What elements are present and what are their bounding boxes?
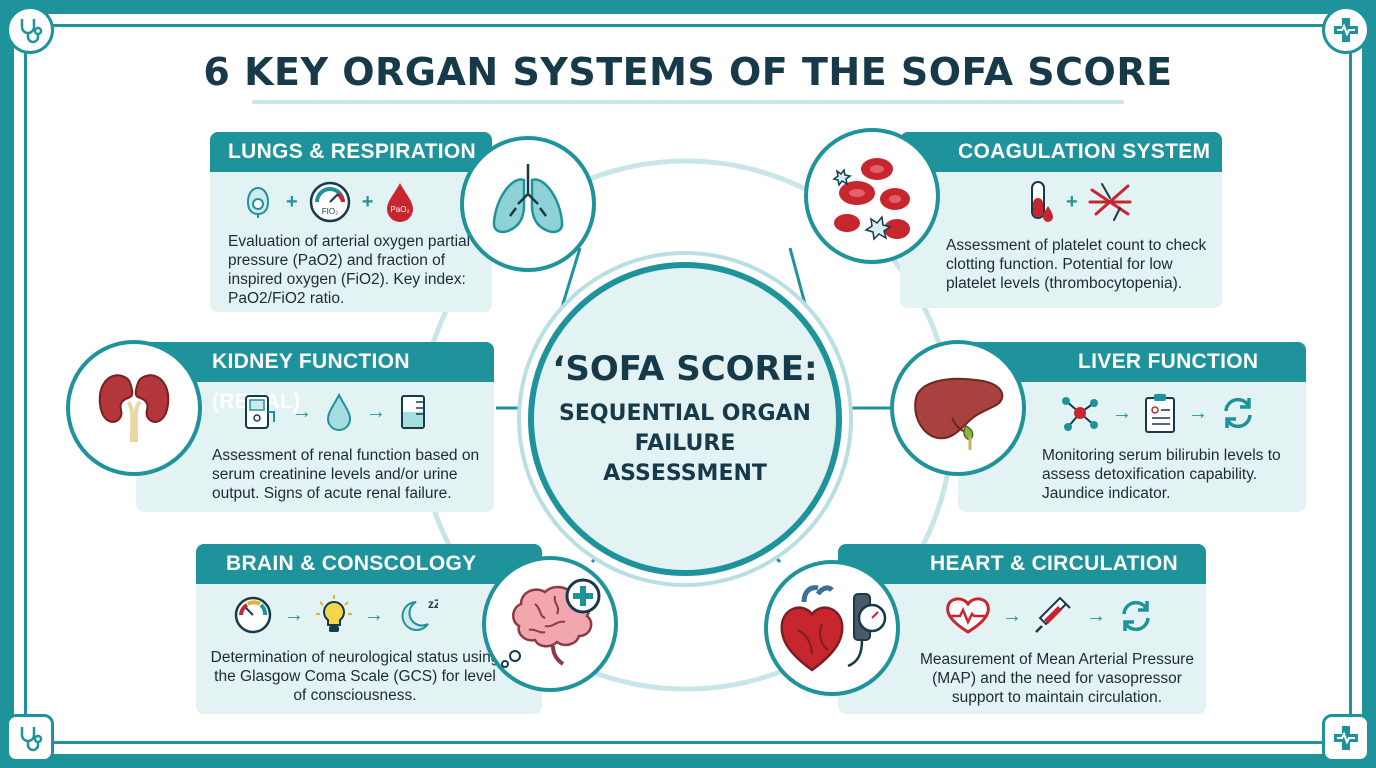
sleep-moon-icon: zZ [401, 597, 438, 631]
arrow: → [364, 603, 384, 626]
beaker-icon [401, 395, 425, 429]
poster-inner-border [24, 24, 1352, 744]
medical-cross-icon [1322, 6, 1370, 54]
panel-heading: LUNGS & RESPIRATION [210, 132, 492, 172]
stethoscope-icon [6, 714, 54, 762]
arrow: → [284, 603, 304, 626]
lightbulb-icon [316, 595, 352, 632]
panel-description: Measurement of Mean Arterial Pressure (M… [920, 651, 1194, 706]
arrow: → [1188, 401, 1208, 424]
hub-title: ‘SOFA SCORE: [552, 349, 818, 389]
brain-icon-row: → → zZ [232, 594, 438, 636]
gauge-icon [234, 596, 272, 634]
plus-sign: + [286, 190, 298, 213]
lungs-icon-row: + FIO₂ + PaO₂ [240, 180, 417, 224]
panel-heading: KIDNEY FUNCTION (RENAL) [136, 342, 494, 413]
coagulation-icon-row: + [1026, 180, 1134, 224]
heart-and-blood-pressure-icon [764, 560, 900, 696]
plus-sign: + [1066, 190, 1078, 213]
lungs-icon [460, 136, 596, 272]
panel-description: Assessment of platelet count to check cl… [946, 237, 1207, 292]
panel-heading: COAGULATION SYSTEM [900, 132, 1222, 172]
arrow: → [366, 400, 386, 423]
blood-cells-icon [804, 128, 940, 264]
liver-icon-row: → → [1058, 392, 1258, 434]
stethoscope-icon [6, 6, 54, 54]
dialysis-machine-icon [245, 395, 275, 429]
panel-heading: HEART & CIRCULATION [838, 544, 1206, 584]
panel-lungs: LUNGS & RESPIRATION + FIO₂ + PaO₂ Evalua… [210, 132, 492, 312]
plus-sign: + [361, 190, 374, 213]
heart-icon-row: → → [944, 594, 1156, 638]
kidney-icon-row: → → [242, 392, 430, 432]
fibrin-strands-icon [1088, 183, 1132, 221]
panel-heading: BRAIN & CONSCOLOGY [196, 544, 542, 584]
sofa-hub: ‘SOFA SCORE: SEQUENTIAL ORGAN FAILURE AS… [528, 262, 842, 576]
water-drop-icon [326, 392, 352, 431]
hub-subtitle: SEQUENTIAL ORGAN FAILURE ASSESSMENT [559, 401, 811, 486]
arrow: → [1086, 604, 1106, 627]
panel-kidney: KIDNEY FUNCTION (RENAL) → → Assessment o… [136, 342, 494, 512]
panel-coagulation: COAGULATION SYSTEM + Assessment of plate… [900, 132, 1222, 308]
oxygen-mask-icon [246, 186, 270, 218]
sleep-label: zZ [428, 597, 438, 611]
liver-icon [890, 340, 1026, 476]
test-tube-icon [1031, 181, 1053, 222]
refresh-cycle-icon [1224, 397, 1252, 429]
panel-description: Evaluation of arterial oxygen partial pr… [228, 233, 471, 307]
title-underline [252, 100, 1124, 104]
panel-description: Monitoring serum bilirubin levels to ass… [1042, 447, 1281, 502]
syringe-icon [1035, 596, 1071, 633]
clipboard-icon [1145, 394, 1175, 433]
medical-cross-icon [1322, 714, 1370, 762]
blood-drop-icon: PaO₂ [387, 183, 414, 222]
refresh-cycle-icon [1122, 600, 1150, 632]
panel-description: Determination of neurological status usi… [210, 649, 500, 704]
gauge-label: FIO₂ [321, 207, 337, 216]
panel-description: Assessment of renal function based on se… [212, 447, 480, 502]
gauge-icon: FIO₂ [309, 181, 350, 223]
brain-icon [482, 556, 618, 692]
panel-brain: BRAIN & CONSCOLOGY → → zZ Determination … [196, 544, 542, 714]
kidneys-icon [66, 340, 202, 476]
heartbeat-icon [946, 597, 990, 634]
page-title: 6 KEY ORGAN SYSTEMS OF THE SOFA SCORE [203, 50, 1173, 94]
arrow: → [1002, 604, 1022, 627]
drop-label: PaO₂ [391, 205, 410, 214]
molecule-icon [1062, 397, 1098, 431]
arrow: → [1112, 401, 1132, 424]
arrow: → [292, 400, 312, 423]
